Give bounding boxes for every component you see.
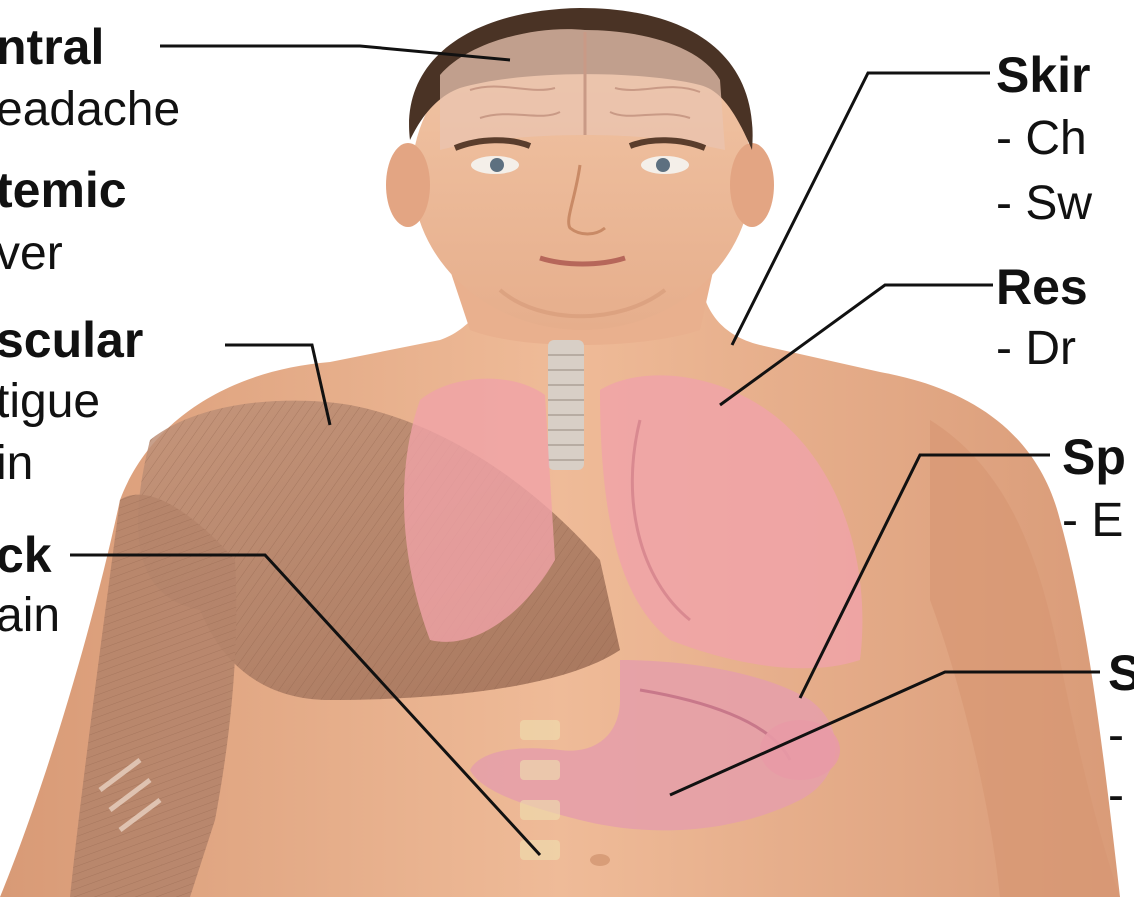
spleen-symptom: - E <box>1062 497 1123 545</box>
respiratory-heading: Res <box>996 262 1088 312</box>
spleen-heading: Sp <box>1062 432 1126 482</box>
stomach-heading: S <box>1108 648 1134 698</box>
skin-heading: Skir <box>996 50 1091 100</box>
back-symptom: ain <box>0 592 60 640</box>
stomach-symptom-2: - <box>1108 772 1124 820</box>
back-heading: ck <box>0 530 52 580</box>
central-symptom: eadache <box>0 86 180 134</box>
stomach-symptom-1: - <box>1108 712 1124 760</box>
muscular-symptom-2: in <box>0 440 33 488</box>
systemic-symptom: ver <box>0 230 63 278</box>
muscular-symptom-1: tigue <box>0 378 100 426</box>
skin-symptom-1: - Ch <box>996 115 1087 163</box>
skin-symptom-2: - Sw <box>996 180 1092 228</box>
trachea <box>548 340 584 470</box>
respiratory-symptom: - Dr <box>996 325 1076 373</box>
head <box>386 8 774 330</box>
muscular-heading: scular <box>0 315 143 365</box>
systemic-heading: temic <box>0 165 127 215</box>
central-heading: ntral <box>0 22 104 72</box>
